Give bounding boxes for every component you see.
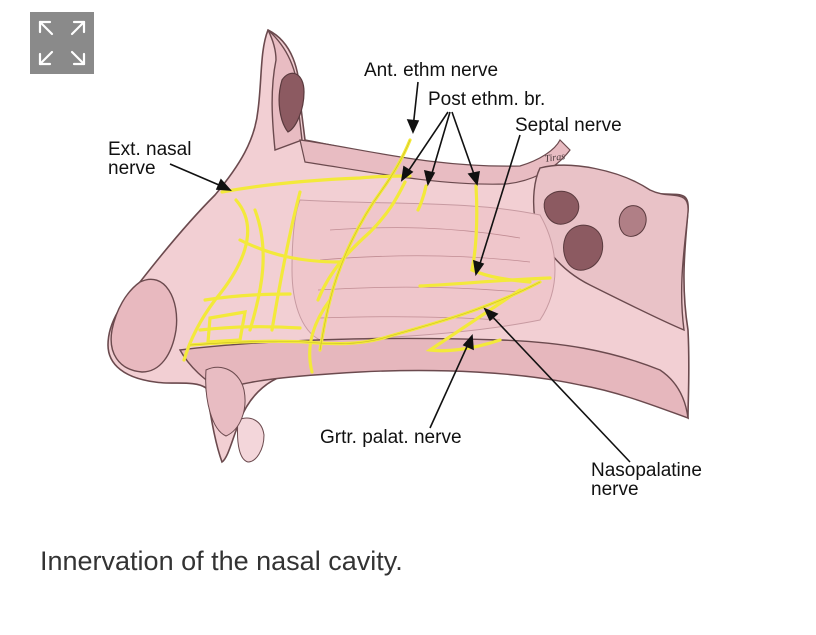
sphenoid-sinus-1 <box>543 190 580 225</box>
septum <box>291 199 556 341</box>
nasal-ala <box>110 278 178 373</box>
nasal-cavity-illustration: Tiras Ant. ethm nerve Post ethm. br. Sep… <box>107 28 702 500</box>
artist-signature: Tiras <box>544 151 566 165</box>
expand-arrows-icon <box>38 20 86 66</box>
frontal-sinus <box>278 72 305 133</box>
label-ant-ethm-nerve: Ant. ethm nerve <box>364 60 499 81</box>
nasal-anatomy-drawing: Tiras <box>107 28 690 464</box>
label-arrows <box>169 81 631 463</box>
nerve-edges <box>189 139 541 351</box>
label-grtr-palat-nerve: Grtr. palat. nerve <box>320 427 462 448</box>
sphenoid-sinus-3 <box>618 205 647 237</box>
alveolar-bone <box>205 366 246 437</box>
sphenoid-sinus-2 <box>563 224 604 271</box>
label-nasopalatine-nerve: Nasopalatine nerve <box>591 460 702 500</box>
hard-palate <box>178 337 689 420</box>
expand-button[interactable] <box>30 12 94 74</box>
figure-caption: Innervation of the nasal cavity. <box>40 546 403 576</box>
incisor-tooth <box>237 417 265 463</box>
label-septal-nerve: Septal nerve <box>515 115 622 136</box>
label-post-ethm-branch: Post ethm. br. <box>428 89 546 110</box>
label-ext-nasal-nerve: Ext. nasal nerve <box>108 139 192 179</box>
